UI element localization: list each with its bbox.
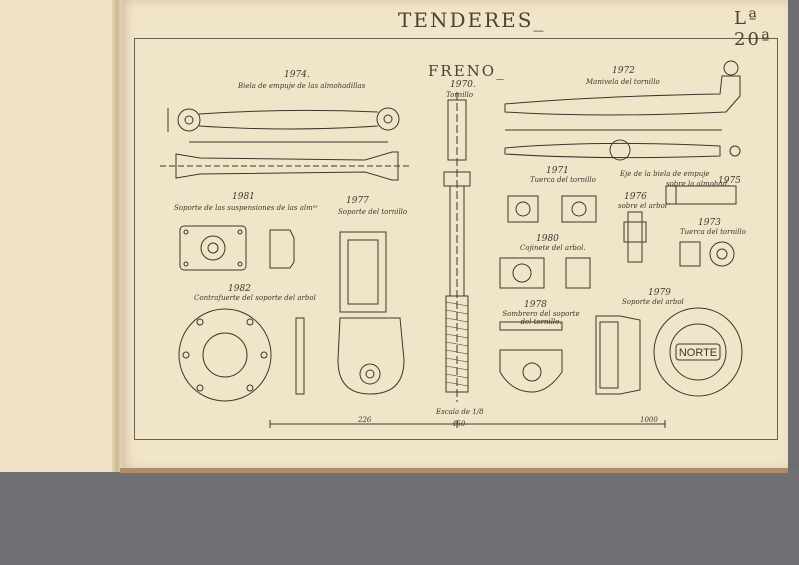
part-number: 1975	[718, 176, 741, 186]
plate-number: Lª 20ª	[734, 8, 772, 50]
part-number: 1982	[228, 284, 251, 294]
part-caption: Eje de la biela de empuje	[620, 170, 710, 178]
left-page	[0, 0, 120, 472]
part-number: 1979	[648, 288, 671, 298]
part-caption: sobre el arbol	[618, 202, 668, 210]
part-number: 1970.	[450, 80, 476, 90]
part-number: 1980	[536, 234, 559, 244]
part-caption: Tornillo	[446, 91, 474, 99]
part-caption: Biela de empuje de las almohadillas	[238, 82, 366, 90]
page-title: TENDERES_	[398, 8, 546, 32]
part-caption: Tuerca del tornillo	[680, 228, 746, 236]
scale-label: Escala de 1/8	[436, 408, 484, 416]
part-caption: Soporte de las suspensiones de las almᵃˢ	[174, 204, 318, 212]
book-spine	[112, 0, 122, 472]
part-number: 1974.	[284, 70, 310, 80]
part-number: 1977	[346, 196, 369, 206]
part-caption: sobre la almohad.	[666, 180, 730, 188]
part-caption: Manivela del tornillo	[586, 78, 660, 86]
drawing-frame	[134, 38, 778, 440]
part-number: 1973	[698, 218, 721, 228]
scale-tick: 1000	[640, 416, 658, 424]
table-surface	[0, 470, 799, 565]
part-caption: Cojinete del arbol.	[520, 244, 586, 252]
part-number: 1978	[524, 300, 547, 310]
part-number: 1976	[624, 192, 647, 202]
section-title: FRENO_	[428, 62, 506, 80]
part-caption: Tuerca del tornillo	[530, 176, 596, 184]
part-number: 1981	[232, 192, 255, 202]
page-edge	[120, 468, 788, 473]
part-number: 1971	[546, 166, 569, 176]
part-number: 1972	[612, 66, 635, 76]
part-caption: Soporte del arbol	[622, 298, 684, 306]
scale-tick: 226	[358, 416, 372, 424]
part-caption: Soporte del tornillo	[338, 208, 408, 216]
norte-plate-text: NORTE	[679, 347, 717, 359]
part-caption: Contrafuerte del soporte del arbol	[194, 294, 316, 302]
